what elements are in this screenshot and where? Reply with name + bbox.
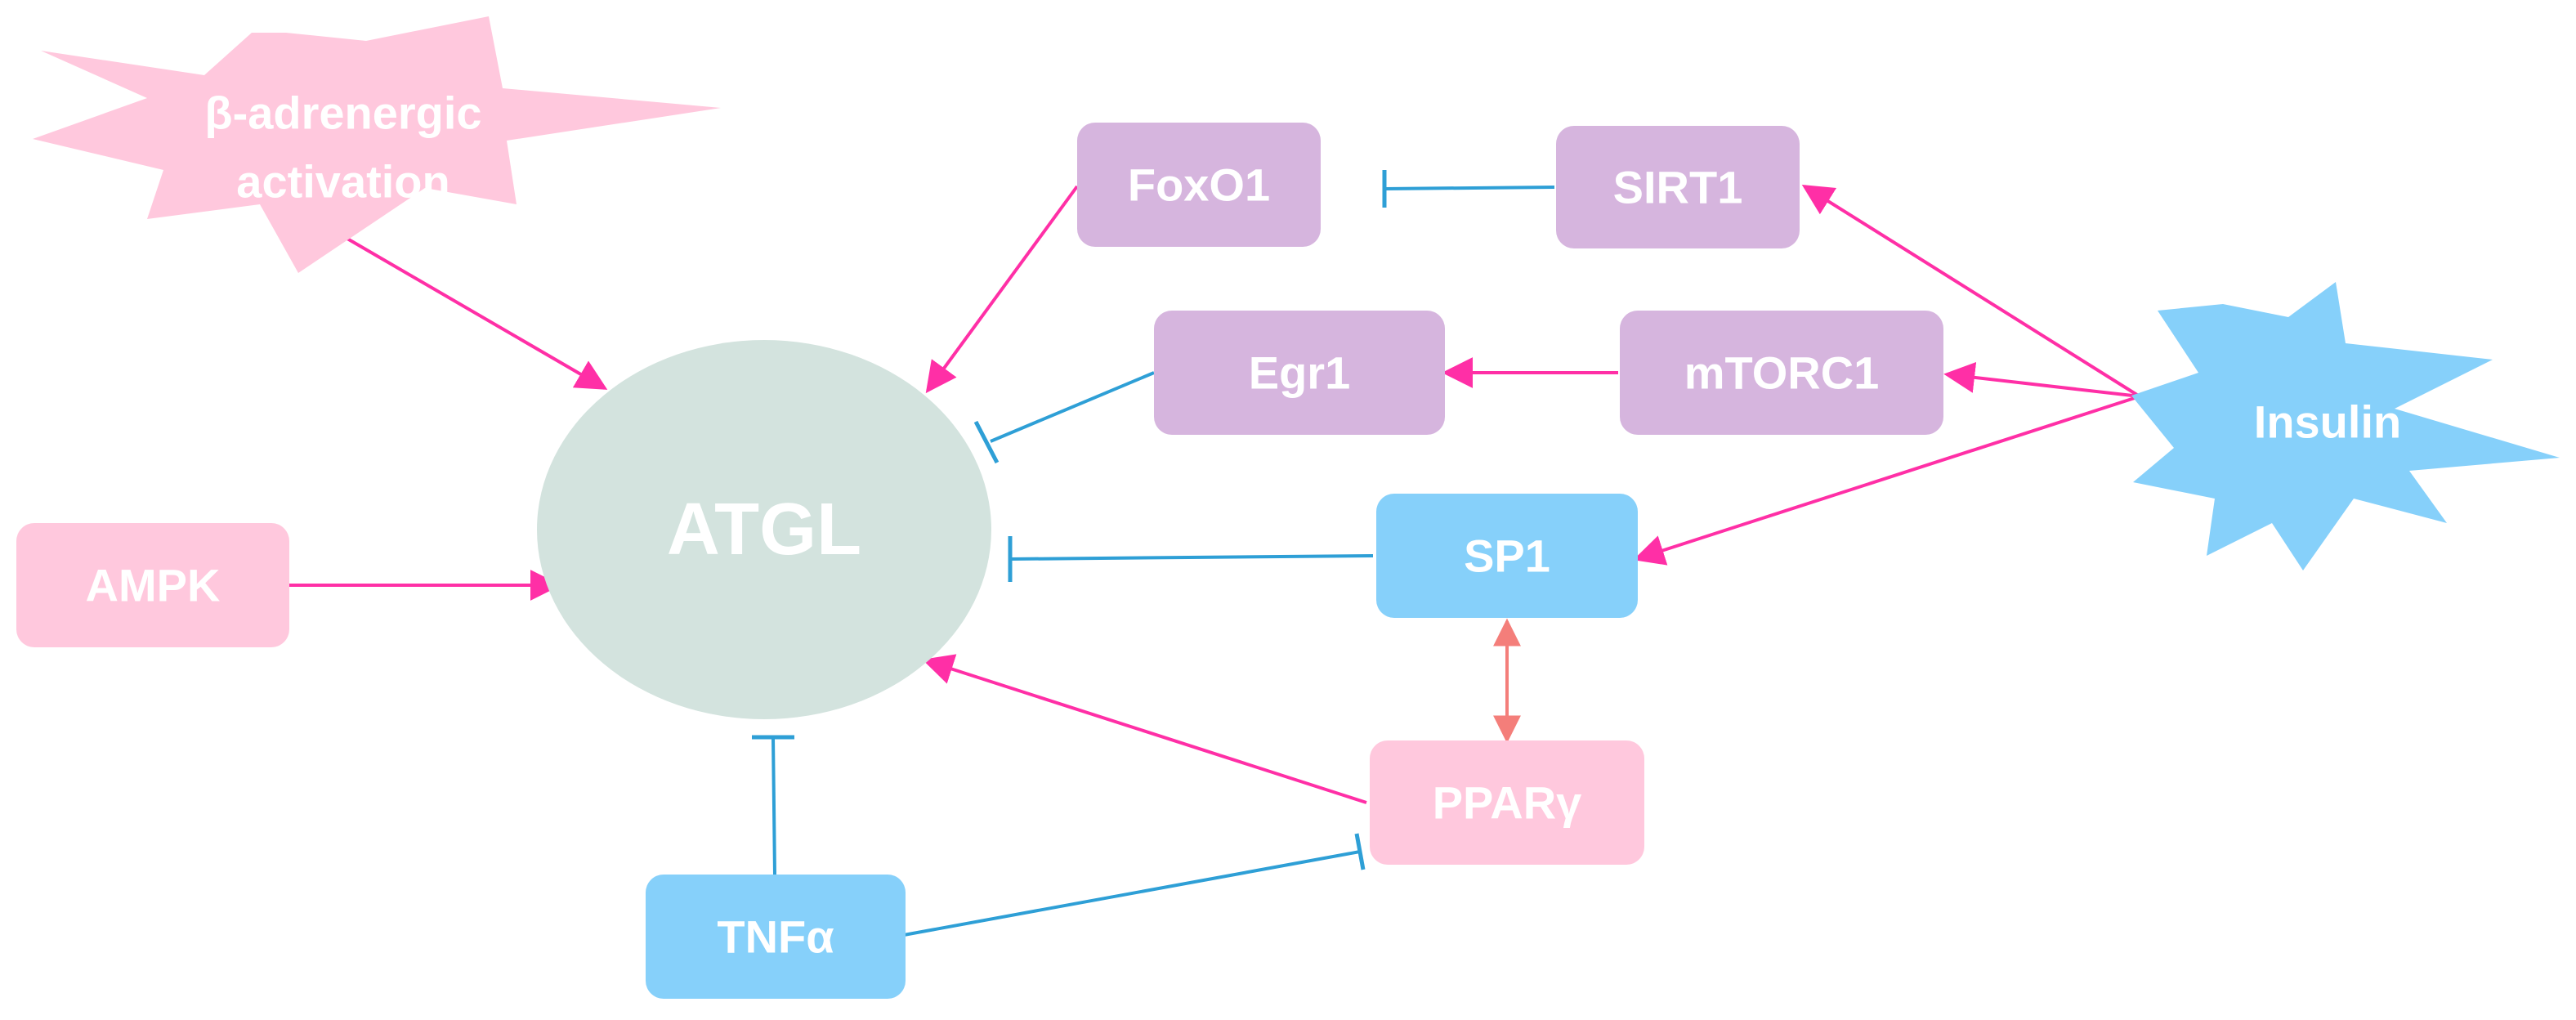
beta-adrenergic-starburst-shape: [33, 16, 721, 273]
node-mtorc1: mTORC1: [1620, 311, 1943, 435]
node-egr1: Egr1: [1154, 311, 1445, 435]
atgl-ellipse-shape: [537, 340, 991, 719]
node-beta-adrenergic: β-adrenergic activation: [33, 16, 721, 273]
tnfa-box: [646, 875, 906, 999]
edge-egr1-inhibits-atgl: [990, 371, 1155, 443]
node-atgl: ATGL: [537, 340, 991, 719]
edge-egr1-inhibits-atgl-bar: [973, 420, 1000, 464]
node-sp1: SP1: [1376, 494, 1638, 618]
sirt1-box: [1556, 126, 1800, 248]
node-insulin: Insulin: [2131, 282, 2560, 570]
edge-tnfa-inhibits-pparg: [903, 850, 1361, 937]
tnfa-label: TNFα: [717, 911, 834, 963]
foxo1-box: [1077, 123, 1321, 247]
ampk-box: [16, 523, 289, 647]
node-tnfa: TNFα: [646, 875, 906, 999]
foxo1-label: FoxO1: [1128, 159, 1270, 211]
edge-beta-adrenergic-to-atgl: [346, 237, 608, 390]
sp1-label: SP1: [1464, 530, 1550, 582]
insulin-starburst-shape: [2131, 282, 2560, 570]
node-ampk: AMPK: [16, 523, 289, 647]
mtorc1-label: mTORC1: [1684, 347, 1880, 399]
edge-tnfa-inhibits-atgl: [771, 736, 776, 875]
edge-pparg-to-atgl: [922, 654, 1367, 804]
pparg-box: [1370, 740, 1644, 865]
egr1-label: Egr1: [1249, 347, 1351, 399]
edge-insulin-to-sp1: [1633, 395, 2140, 566]
edge-sirt1-inhibits-foxo1: [1384, 186, 1555, 190]
node-sirt1: SIRT1: [1556, 126, 1800, 248]
insulin-label: Insulin: [2254, 396, 2401, 448]
edge-insulin-to-sirt1: [1801, 184, 2141, 398]
edge-foxo1-to-atgl: [925, 185, 1079, 394]
atgl-label: ATGL: [667, 489, 861, 570]
beta-adrenergic-label-line1: β-adrenergic: [204, 87, 481, 139]
edge-tnfa-inhibits-pparg-bar: [1354, 833, 1366, 870]
pparg-label: PPARγ: [1433, 777, 1582, 829]
sirt1-label: SIRT1: [1613, 162, 1743, 213]
ampk-label: AMPK: [86, 560, 221, 611]
egr1-box: [1154, 311, 1445, 435]
node-pparg: PPARγ: [1370, 740, 1644, 865]
beta-adrenergic-label-line2: activation: [236, 156, 449, 208]
mtorc1-box: [1620, 311, 1943, 435]
edge-sp1-inhibits-atgl: [1009, 554, 1374, 561]
node-foxo1: FoxO1: [1077, 123, 1321, 247]
sp1-box: [1376, 494, 1638, 618]
edge-insulin-to-mtorc1: [1943, 362, 2140, 398]
